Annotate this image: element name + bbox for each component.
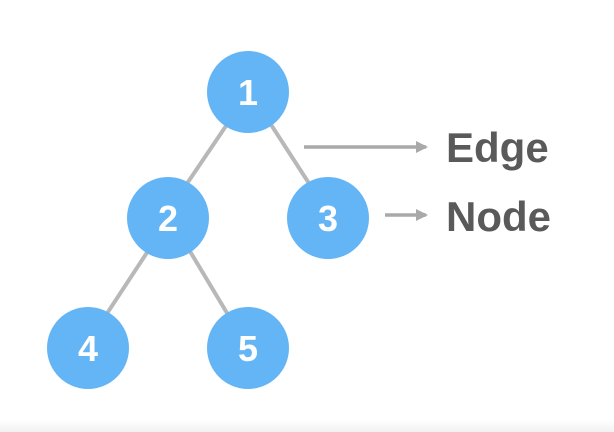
tree-node-1: 1 <box>207 51 289 133</box>
edge-2-4 <box>102 246 152 320</box>
edge-1-3 <box>266 118 314 190</box>
edge-legend-label: Edge <box>446 124 549 171</box>
node-label: 3 <box>318 198 338 239</box>
node-label: 2 <box>158 198 178 239</box>
node-circle <box>127 177 209 259</box>
bottom-shade <box>0 420 614 432</box>
tree-node-3: 3 <box>287 177 369 259</box>
edges-group <box>102 118 314 320</box>
node-circle <box>207 307 289 389</box>
edge-1-2 <box>182 118 232 190</box>
node-label: 4 <box>78 328 98 369</box>
node-legend-label: Node <box>446 193 551 240</box>
node-circle <box>287 177 369 259</box>
node-circle <box>47 307 129 389</box>
edge-2-5 <box>186 246 232 320</box>
tree-node-2: 2 <box>127 177 209 259</box>
tree-node-5: 5 <box>207 307 289 389</box>
tree-node-4: 4 <box>47 307 129 389</box>
node-circle <box>207 51 289 133</box>
node-label: 1 <box>238 72 258 113</box>
node-label: 5 <box>238 328 258 369</box>
